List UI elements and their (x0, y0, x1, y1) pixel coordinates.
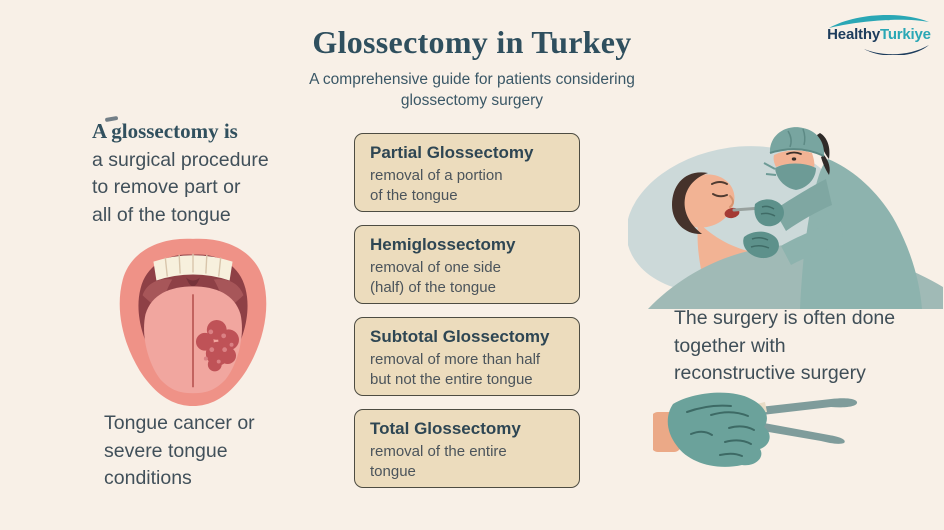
patient-eye-closed (712, 193, 728, 198)
surgeon-arm-upper (774, 179, 832, 231)
surgeon-mask (775, 163, 816, 190)
cap-folds (787, 128, 806, 148)
card-body: removal of more than half but not the en… (370, 351, 541, 388)
uvula (186, 277, 200, 287)
healthy-turkiye-logo: HealthyTurkiye (826, 13, 932, 55)
glossectomy-type-cards: Partial Glossectomy removal of a portion… (354, 133, 580, 488)
cap-band (769, 148, 825, 157)
forceps-upper-prong (751, 398, 858, 416)
card-body: removal of a portion of the tongue (370, 167, 503, 204)
glove-finger-lines (760, 205, 776, 217)
glove-finger-lines (686, 404, 755, 457)
page-subtitle: A comprehensive guide for patients consi… (309, 71, 635, 109)
card-title: Total Glossectomy (370, 419, 521, 438)
card-body: removal of the entire tongue (370, 443, 507, 480)
intro-paragraph: A glossectomy is a surgical procedure to… (92, 115, 269, 229)
patient-eyebrow (711, 181, 728, 185)
intro-lead-text: A glossectomy is (92, 115, 238, 146)
forceps-lower-prong (751, 421, 845, 444)
surgeon-arm-lower (781, 221, 844, 265)
surgery-scene-illustration (628, 127, 943, 309)
surgeon-body (800, 159, 922, 309)
patient-hair (672, 172, 708, 235)
logo-wordmark: HealthyTurkiye (826, 26, 932, 43)
patient-nose (729, 195, 734, 208)
reconstructive-note: The surgery is often done together with … (674, 307, 896, 384)
page-title: Glossectomy in Turkey (312, 24, 632, 60)
mask-straps (763, 162, 777, 176)
card-title: Hemiglossectomy (370, 235, 516, 254)
tongue-lesion-illustration (119, 238, 267, 407)
card-total-glossectomy: Total Glossectomy removal of the entire … (354, 409, 580, 488)
surgeon-glove-right (754, 199, 784, 227)
surgical-glove-fist (667, 392, 770, 467)
card-hemiglossectomy: Hemiglossectomy removal of one side (hal… (354, 225, 580, 304)
surgeon-hair (817, 133, 830, 175)
card-body: removal of one side (half) of the tongue (370, 259, 501, 296)
logo-swoosh-icon (829, 15, 929, 55)
glove-finger-lines (750, 236, 770, 249)
throat-pillar-left (142, 279, 173, 314)
card-title: Subtotal Glossectomy (370, 327, 550, 346)
teeth-dividers (164, 253, 222, 277)
lesion-spots (203, 329, 234, 364)
card-subtotal-glossectomy: Subtotal Glossectomy removal of more tha… (354, 317, 580, 396)
logo-word-healthy: Healthy (827, 26, 880, 43)
logo-word-turkiye: Turkiye (879, 26, 931, 43)
card-title: Partial Glossectomy (370, 143, 534, 162)
tongue-caption: Tongue cancer or severe tongue condition… (104, 412, 255, 489)
throat-pillar-right (213, 279, 244, 314)
surgeon-eyebrow (786, 151, 802, 155)
card-partial-glossectomy: Partial Glossectomy removal of a portion… (354, 133, 580, 212)
gloved-hand-forceps-illustration (653, 392, 858, 467)
surgeon-eye (791, 157, 797, 161)
surgeon-cap (769, 127, 825, 156)
intro-body-text: a surgical procedure to remove part or a… (92, 148, 269, 226)
